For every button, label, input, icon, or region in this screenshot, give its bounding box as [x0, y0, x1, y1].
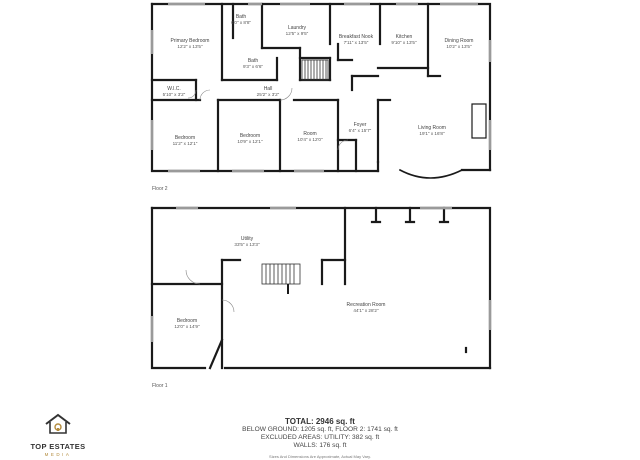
floor-1-windows: [150, 206, 492, 342]
room-dimensions: 9'3" x 6'6": [242, 64, 264, 69]
floor-2-windows: [150, 2, 492, 173]
room-name: Breakfast Nook: [338, 34, 374, 40]
room-dimensions: 25'2" x 3'2": [256, 92, 280, 97]
room-name: Hall: [263, 86, 273, 92]
room-dimensions: 6'4" x 15'7": [348, 128, 372, 133]
room-foyer: Foyer 6'4" x 15'7": [340, 122, 380, 134]
logo-brand-text: TOP ESTATES: [30, 442, 86, 451]
room-name: Room: [303, 131, 317, 137]
room-dimensions: 7'11" x 13'5": [343, 40, 369, 45]
room-name: Bath: [235, 14, 247, 20]
room-name: Recreation Room: [346, 302, 386, 308]
floor-2-stairs: [301, 59, 329, 81]
room-bedroom-a: Bedroom 11'2" x 12'1": [160, 135, 210, 147]
room-bedroom-b: Bedroom 10'9" x 12'1": [226, 133, 274, 145]
room-dimensions: 12'5" x 9'5": [285, 31, 309, 36]
room-dimensions: 10'4" x 12'0": [297, 137, 323, 142]
room-name: Bedroom: [239, 133, 261, 139]
excluded-areas: EXCLUDED AREAS: UTILITY: 382 sq. ft: [260, 434, 380, 441]
room-hall: Hall 25'2" x 3'2": [246, 86, 290, 98]
room-wic: W.I.C. 5'10" x 3'2": [154, 86, 194, 98]
logo-sub-text: MEDIA: [44, 452, 72, 457]
floor-1-stairs: [261, 263, 301, 294]
floor-2-doors: [187, 87, 349, 151]
room-name: Laundry: [287, 25, 307, 31]
room-dimensions: 6'0" x 8'8": [230, 20, 252, 25]
below-ground-area: BELOW GROUND: 1205 sq. ft, FLOOR 2: 1741…: [242, 426, 398, 433]
room-name: Bedroom: [176, 318, 198, 324]
room-bath-top: Bath 6'0" x 8'8": [224, 14, 258, 26]
room-room: Room 10'4" x 12'0": [288, 131, 332, 143]
room-utility: Utility 33'5" x 13'3": [224, 236, 270, 248]
disclaimer: Sizes And Dimensions Are Approximate, Ac…: [269, 454, 371, 459]
room-name: Kitchen: [395, 34, 413, 40]
room-laundry: Laundry 12'5" x 9'5": [276, 25, 318, 37]
room-living-room: Living Room 19'1" x 16'8": [408, 125, 456, 137]
floor-1-walls: [150, 206, 492, 370]
room-dimensions: 44'1" x 28'2": [353, 308, 379, 313]
room-dimensions: 12'0" x 14'9": [174, 324, 200, 329]
room-dimensions: 11'2" x 12'1": [172, 141, 198, 146]
room-dimensions: 10'2" x 13'5": [446, 44, 472, 49]
room-name: Dining Room: [444, 38, 474, 44]
room-name: Bedroom: [174, 135, 196, 141]
room-name: Utility: [240, 236, 254, 242]
room-recreation-room: Recreation Room 44'1" x 28'2": [336, 302, 396, 314]
room-primary-bedroom: Primary Bedroom 12'2" x 13'5": [160, 38, 220, 50]
walls-area: WALLS: 176 sq. ft: [293, 442, 347, 449]
room-dining-room: Dining Room 10'2" x 13'5": [436, 38, 482, 50]
floor-2-walls: [150, 2, 492, 179]
room-dimensions: 33'5" x 13'3": [234, 242, 260, 247]
room-kitchen: Kitchen 9'10" x 13'5": [382, 34, 426, 46]
floor-1-doors: [185, 269, 235, 313]
area-summary: TOTAL: 2946 sq. ft BELOW GROUND: 1205 sq…: [180, 417, 460, 459]
room-dimensions: 12'2" x 13'5": [177, 44, 203, 49]
room-bath-mid: Bath 9'3" x 6'6": [236, 58, 270, 70]
total-area: TOTAL: 2946 sq. ft: [285, 417, 355, 426]
floor-1-label: Floor 1: [152, 383, 168, 389]
room-name: Bath: [247, 58, 259, 64]
room-name: Primary Bedroom: [170, 38, 210, 44]
top-estates-logo: TOP ESTATES MEDIA: [18, 413, 98, 457]
house-logo-icon: [45, 413, 71, 434]
room-name: Living Room: [418, 125, 446, 131]
room-dimensions: 9'10" x 13'5": [391, 40, 417, 45]
room-name: Foyer: [353, 122, 367, 128]
room-breakfast-nook: Breakfast Nook 7'11" x 13'5": [334, 34, 378, 46]
floor-2-label: Floor 2: [152, 186, 168, 192]
room-dimensions: 5'10" x 3'2": [162, 92, 186, 97]
room-bedroom-floor1: Bedroom 12'0" x 14'9": [164, 318, 210, 330]
room-dimensions: 19'1" x 16'8": [419, 131, 445, 136]
room-name: W.I.C.: [167, 86, 181, 92]
room-dimensions: 10'9" x 12'1": [237, 139, 263, 144]
